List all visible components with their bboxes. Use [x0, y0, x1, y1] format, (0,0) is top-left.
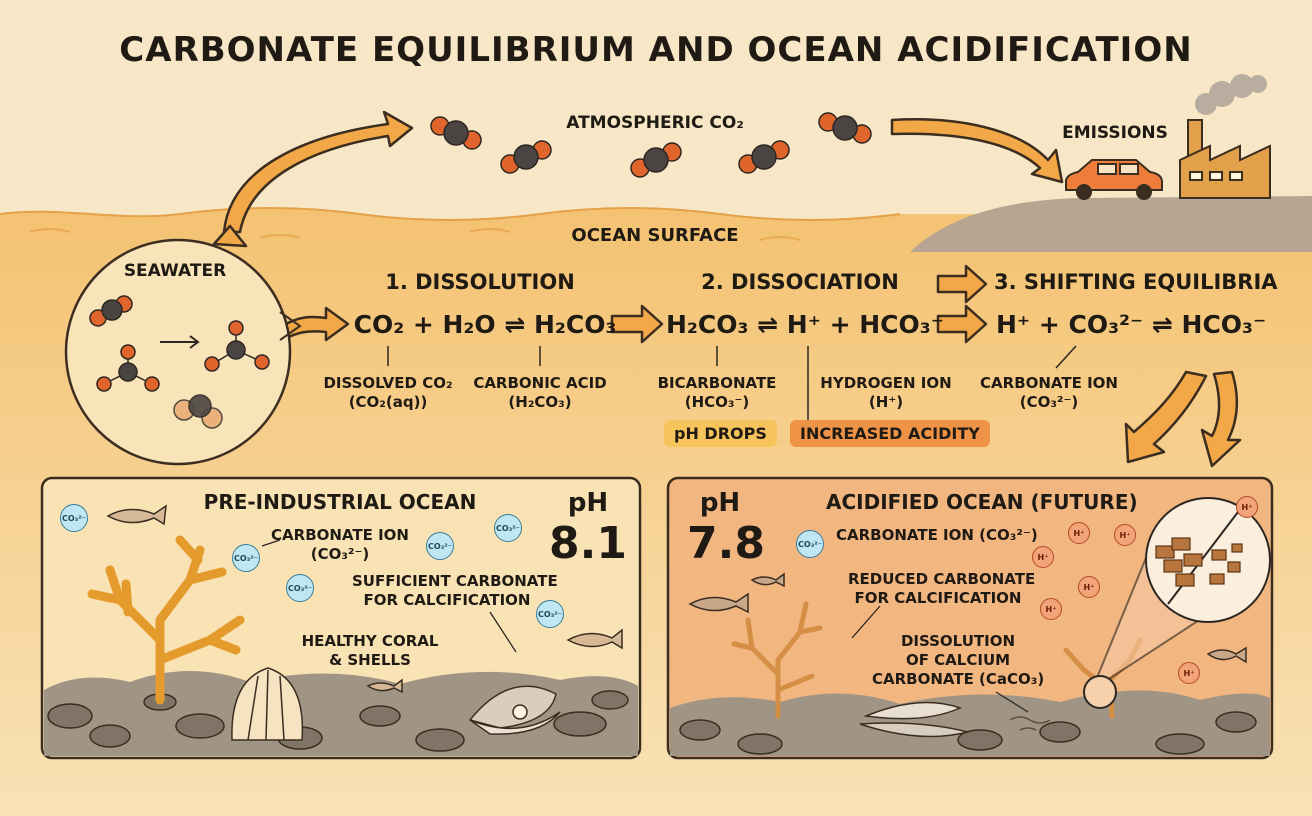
sufficient-carbonate-label: SUFFICIENT CARBONATE FOR CALCIFICATION: [352, 572, 558, 609]
step-dissolution-heading: 1. DISSOLUTION: [385, 270, 575, 294]
step-shifting-heading: 3. SHIFTING EQUILIBRIA: [994, 270, 1278, 294]
carbonate-ion-icon: CO₃²⁻: [426, 532, 454, 560]
fish: [106, 504, 623, 694]
page-title: CARBONATE EQUILIBRIUM AND OCEAN ACIDIFIC…: [119, 30, 1193, 70]
pre-carbonate-ion-label: CARBONATE ION (CO₃²⁻): [271, 526, 409, 563]
ph-drops-tag: pH DROPS: [664, 420, 777, 447]
hydrogen-ion-icon: H⁺: [1032, 546, 1054, 568]
carbonate-ion-icon: CO₃²⁻: [796, 530, 824, 558]
increased-acidity-tag: INCREASED ACIDITY: [790, 420, 990, 447]
bicarbonate-label: BICARBONATE (HCO₃⁻): [657, 374, 777, 411]
atmospheric-co2-label: ATMOSPHERIC CO₂: [566, 113, 744, 133]
future-ph-value: 7.8: [687, 518, 765, 569]
carbonic-acid-label: CARBONIC ACID (H₂CO₃): [473, 374, 607, 411]
shell: [231, 667, 561, 741]
fish-future: [688, 572, 1247, 664]
pre-industrial-panel: [40, 476, 642, 760]
carbonate-ion-icon: CO₃²⁻: [494, 514, 522, 542]
co2-molecules: [430, 112, 872, 178]
future-ph-label: pH: [699, 488, 741, 518]
pre-industrial-title: PRE-INDUSTRIAL OCEAN: [203, 490, 477, 514]
seawater-label: SEAWATER: [123, 261, 227, 281]
hydrogen-ion-icon: H⁺: [1178, 662, 1200, 684]
emissions-label: EMISSIONS: [1062, 123, 1168, 143]
hydrogen-ion-icon: H⁺: [1078, 576, 1100, 598]
label-connectors: [387, 345, 1077, 430]
carbonate-ion-label: CARBONATE ION (CO₃²⁻): [980, 374, 1118, 411]
hydrogen-ion-icon: H⁺: [1236, 496, 1258, 518]
healthy-coral-label: HEALTHY CORAL & SHELLS: [301, 632, 439, 669]
pre-ph-label: pH: [567, 488, 609, 518]
carbonate-ion-icon: CO₃²⁻: [232, 544, 260, 572]
carbonate-ion-icon: CO₃²⁻: [536, 600, 564, 628]
future-carbonate-ion-label: CARBONATE ION (CO₃²⁻): [836, 526, 1038, 544]
carbonate-ion-icon: CO₃²⁻: [286, 574, 314, 602]
magnifier: [1083, 497, 1271, 709]
hydrogen-ion-label: HYDROGEN ION (H⁺): [820, 374, 952, 411]
hydrogen-ion-icon: H⁺: [1040, 598, 1062, 620]
ocean-surface-line: [0, 207, 901, 221]
hydrogen-ion-icon: H⁺: [1068, 522, 1090, 544]
reduced-carbonate-label: REDUCED CARBONATE FOR CALCIFICATION: [848, 570, 1036, 607]
acidified-title: ACIDIFIED OCEAN (FUTURE): [826, 490, 1138, 514]
acidified-panel: [666, 476, 1274, 760]
dissociation-equation: H₂CO₃ ⇌ H⁺ + HCO₃⁻: [666, 310, 944, 339]
flow-arrows: [212, 110, 1242, 468]
carbonate-ion-icon: CO₃²⁻: [60, 504, 88, 532]
ocean-surface-label: OCEAN SURFACE: [571, 225, 739, 246]
car: [1065, 159, 1163, 200]
pre-ph-value: 8.1: [549, 518, 627, 569]
smoke: [1195, 74, 1267, 115]
step-dissociation-heading: 2. DISSOCIATION: [701, 270, 899, 294]
dissolution-calcium-carbonate-label: DISSOLUTION OF CALCIUM CARBONATE (CaCO₃): [872, 632, 1045, 688]
dissolved-co2-label: DISSOLVED CO₂ (CO₂(aq)): [323, 374, 453, 411]
factory: [1179, 119, 1271, 199]
dissolution-equation: CO₂ + H₂O ⇌ H₂CO₃: [353, 310, 617, 339]
healthy-coral: [87, 535, 245, 705]
seawater-circle: [64, 238, 302, 466]
shore-land: [910, 196, 1312, 252]
hydrogen-ion-icon: H⁺: [1114, 524, 1136, 546]
shifting-equation: H⁺ + CO₃²⁻ ⇌ HCO₃⁻: [996, 310, 1267, 339]
